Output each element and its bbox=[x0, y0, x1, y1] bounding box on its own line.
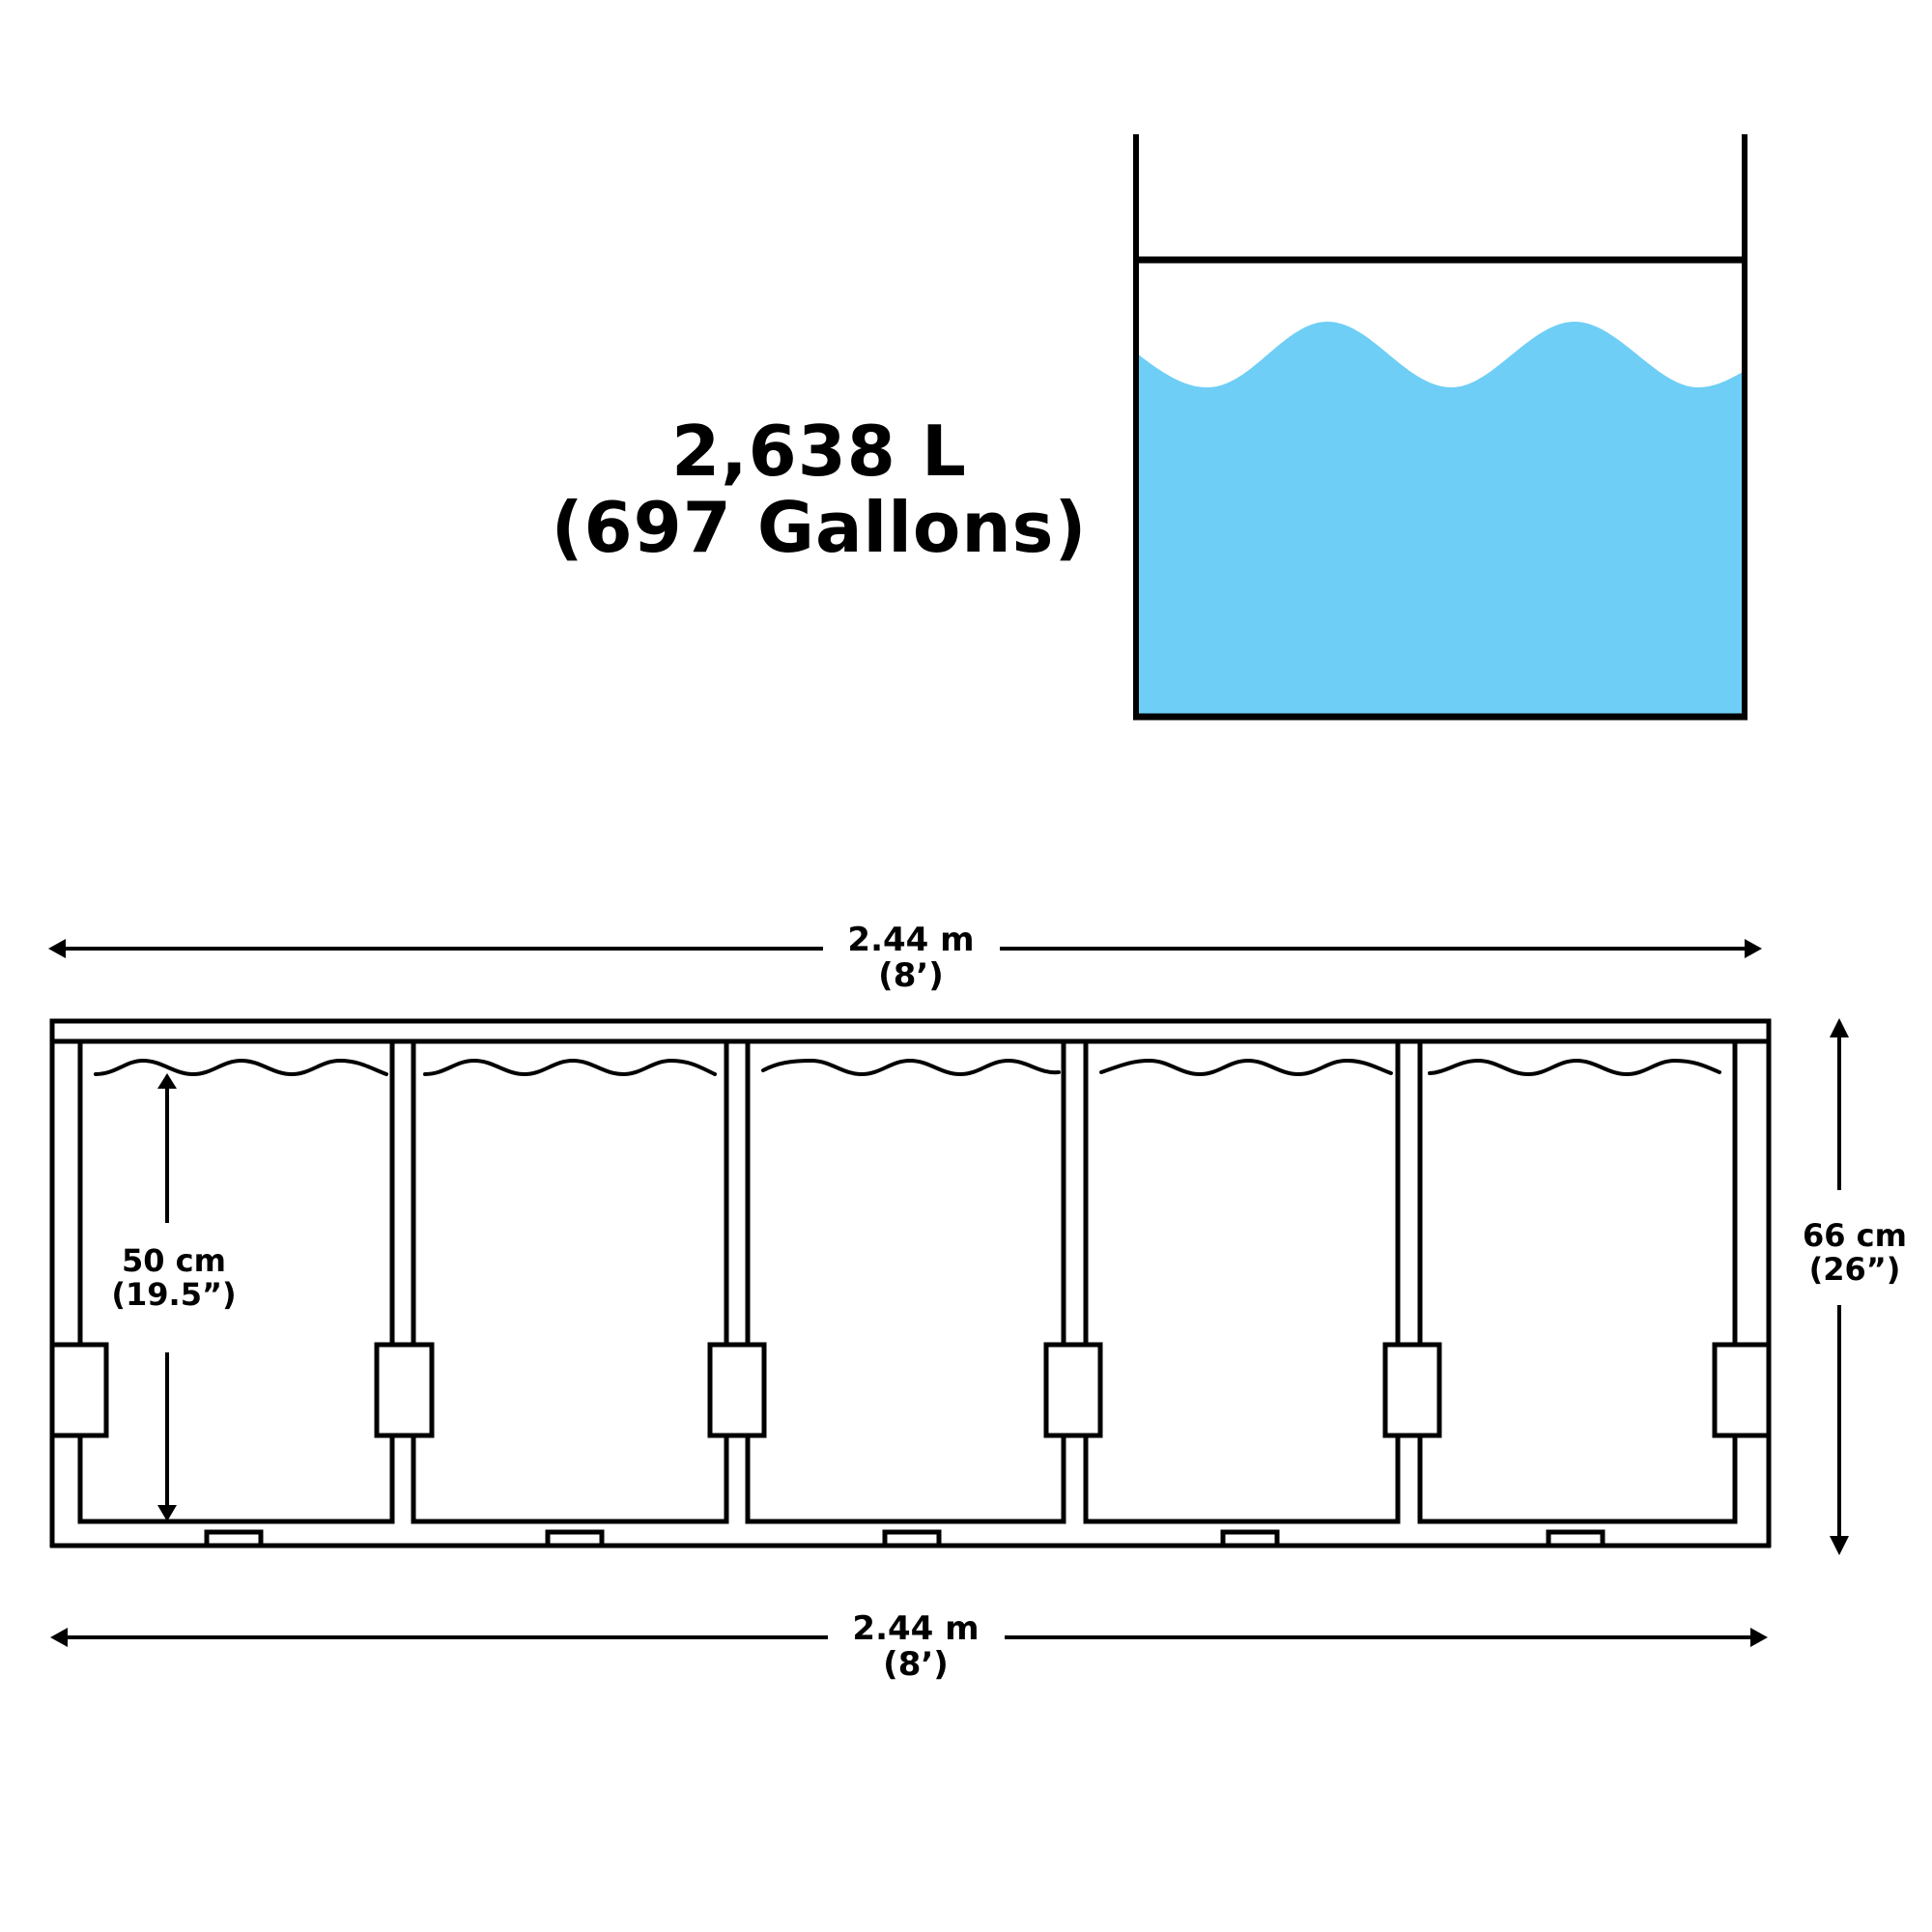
overall-height-label: 66 cm (26”) bbox=[1787, 1217, 1922, 1289]
panel-3 bbox=[745, 1041, 1066, 1524]
water-depth-arrow bbox=[157, 1073, 177, 1521]
connector-4 bbox=[1043, 1342, 1103, 1438]
overall-height-imperial: (26”) bbox=[1808, 1251, 1901, 1289]
panel-5 bbox=[1417, 1041, 1738, 1524]
connector-3 bbox=[707, 1342, 767, 1438]
panel-1 bbox=[77, 1041, 395, 1524]
volume-label: 2,638 L (697 Gallons) bbox=[529, 411, 1109, 569]
bottom-width-metric: 2.44 m bbox=[852, 1609, 980, 1648]
connector-5 bbox=[1382, 1342, 1442, 1438]
connector-2 bbox=[374, 1342, 435, 1438]
water-fill bbox=[1136, 322, 1745, 720]
top-width-metric: 2.44 m bbox=[847, 921, 975, 959]
volume-gallons: (697 Gallons) bbox=[551, 487, 1088, 569]
top-width-arrow bbox=[48, 939, 1762, 958]
water-depth-metric: 50 cm bbox=[122, 1242, 226, 1279]
water-depth-imperial: (19.5”) bbox=[111, 1276, 237, 1314]
foot-4 bbox=[1220, 1529, 1280, 1548]
overall-height-metric: 66 cm bbox=[1803, 1217, 1907, 1254]
bottom-width-imperial: (8’) bbox=[883, 1645, 949, 1685]
panel-4 bbox=[1083, 1041, 1401, 1524]
water-depth-label: 50 cm (19.5”) bbox=[97, 1242, 251, 1314]
volume-liters: 2,638 L bbox=[671, 411, 967, 492]
connector-1 bbox=[49, 1342, 109, 1438]
water-surface-lines bbox=[94, 1058, 1721, 1077]
top-width-imperial: (8’) bbox=[878, 956, 944, 996]
foot-5 bbox=[1546, 1529, 1605, 1548]
panel-2 bbox=[411, 1041, 729, 1524]
top-width-label: 2.44 m (8’) bbox=[814, 921, 1008, 996]
bottom-width-label: 2.44 m (8’) bbox=[819, 1609, 1012, 1685]
foot-1 bbox=[204, 1529, 264, 1548]
bottom-width-arrow bbox=[50, 1628, 1768, 1647]
foot-3 bbox=[882, 1529, 942, 1548]
water-container-icon bbox=[1133, 134, 1747, 721]
connector-6 bbox=[1712, 1342, 1772, 1438]
pool-frame bbox=[49, 1018, 1772, 1548]
foot-2 bbox=[545, 1529, 605, 1548]
overall-height-arrow bbox=[1830, 1018, 1849, 1555]
